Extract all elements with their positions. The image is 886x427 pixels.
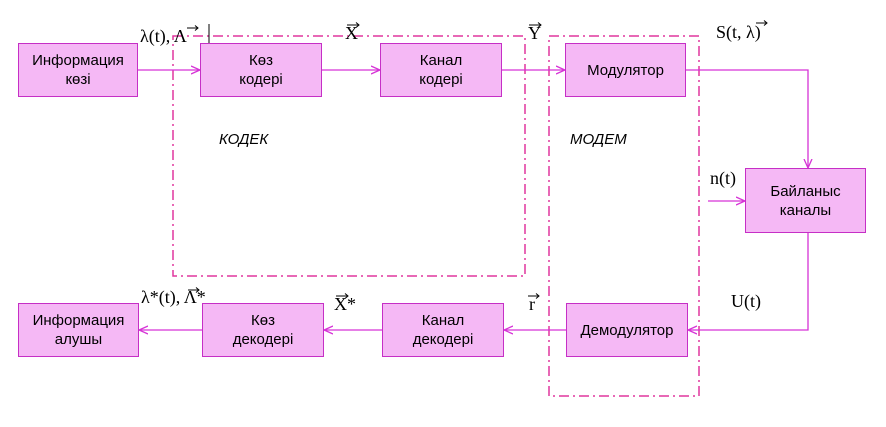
noise-label: n(t) bbox=[710, 168, 736, 188]
codec-region bbox=[172, 35, 526, 277]
r-vector-label: r bbox=[529, 294, 535, 314]
lambda-output-label: λ*(t), Λ* bbox=[141, 287, 206, 307]
arrow-channel-to-demodulator bbox=[688, 233, 809, 330]
modem-label: МОДЕМ bbox=[570, 131, 627, 148]
communication-channel-block: Байланыс каналы bbox=[745, 168, 866, 233]
source-coder-block: Көз кодері bbox=[200, 43, 322, 97]
vector-arrow-y bbox=[529, 22, 542, 28]
arrow-modulator-to-channel bbox=[686, 69, 808, 168]
y-vector-label: Y bbox=[528, 23, 541, 43]
vector-arrow-s-lambda bbox=[756, 20, 768, 26]
x-vector-label: X bbox=[345, 23, 358, 43]
vector-arrow-x-star bbox=[336, 293, 349, 299]
s-signal-label: S(t, λ) bbox=[716, 22, 761, 42]
channel-coder-block: Канал кодері bbox=[380, 43, 502, 97]
info-source-block: Информация көзі bbox=[18, 43, 138, 97]
u-signal-label: U(t) bbox=[731, 291, 761, 311]
lambda-input-label: λ(t), Λ bbox=[140, 26, 187, 46]
modem-region bbox=[548, 35, 700, 397]
x-star-label: X* bbox=[334, 294, 356, 314]
channel-decoder-block: Канал декодері bbox=[382, 303, 504, 357]
vector-arrow-r bbox=[528, 293, 540, 299]
vector-arrow-lambda-input bbox=[187, 25, 199, 31]
vector-arrow-x bbox=[347, 22, 360, 28]
info-receiver-block: Информация алушы bbox=[18, 303, 139, 357]
vector-arrow-lambda-output bbox=[188, 287, 200, 293]
codec-label: КОДЕК bbox=[219, 131, 269, 148]
demodulator-block: Демодулятор bbox=[566, 303, 688, 357]
modulator-block: Модулятор bbox=[565, 43, 686, 97]
source-decoder-block: Көз декодері bbox=[202, 303, 324, 357]
